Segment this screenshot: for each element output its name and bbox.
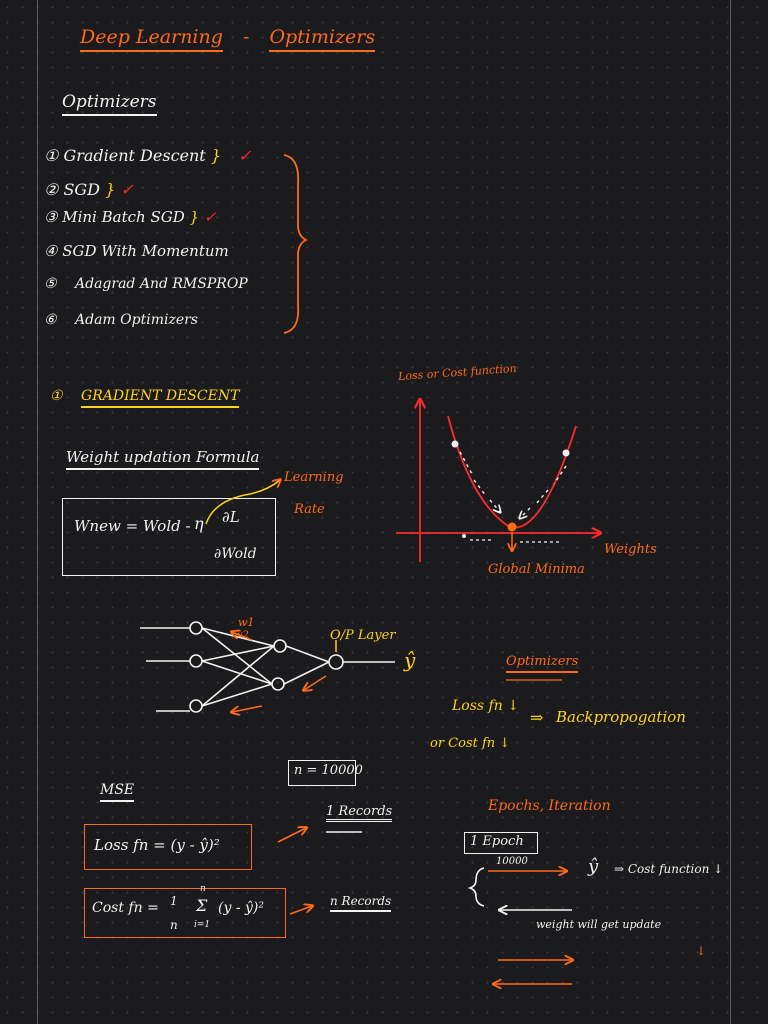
learning-rate-label-1: Learning — [284, 470, 344, 485]
axis-start-point — [462, 534, 466, 538]
down-arrow-icon: ↓ — [696, 944, 707, 958]
loss-curve — [447, 415, 577, 529]
loss-fn-formula: Loss fn = (y - ŷ)² — [94, 836, 220, 854]
cost-fn-rhs: (y - ŷ)² — [218, 900, 264, 916]
loss-to-record-arrow — [277, 828, 306, 843]
cost-frac-num: 1 — [170, 894, 178, 908]
check-icon: ✓ — [120, 180, 134, 199]
title-part1: Deep Learning — [80, 26, 223, 52]
list-item-6: ⑥ Adam Optimizers — [44, 312, 198, 328]
right-optimizers: Optimizers — [506, 654, 579, 673]
backprop-arrow-3 — [232, 632, 253, 641]
cost-frac-den: n — [170, 918, 178, 932]
epoch-cost-function: ⇒ Cost function ↓ — [614, 862, 724, 876]
list-label: SGD — [63, 180, 101, 199]
list-brace: } — [105, 180, 116, 199]
list-item-4: ④ SGD With Momentum — [44, 242, 229, 260]
list-label: Adam Optimizers — [75, 312, 198, 328]
list-number: ⑥ — [44, 312, 57, 328]
mse-label: MSE — [100, 782, 135, 802]
one-record-text: 1 Records — [326, 804, 393, 822]
list-brace: } — [189, 208, 200, 226]
epoch-brace-icon — [467, 867, 485, 907]
list-brace-icon — [283, 154, 309, 334]
list-number: ④ — [44, 242, 58, 260]
n-records-label: n Records — [330, 894, 392, 912]
one-epoch-box — [464, 832, 538, 854]
cost-fn-note: or Cost fn ↓ — [430, 736, 511, 751]
section-marker: ① — [50, 388, 63, 404]
global-minima-label: Global Minima — [488, 562, 585, 577]
learning-rate-arrow — [205, 480, 280, 525]
left-margin-line — [37, 0, 38, 1024]
cost-fn-lhs: Cost fn = — [92, 900, 159, 916]
list-item-3: ③ Mini Batch SGD } ✓ — [44, 208, 216, 226]
list-item-1: ① Gradient Descent } ✓ — [44, 146, 252, 165]
list-number: ⑤ — [44, 276, 57, 292]
descent-arrows-right — [520, 465, 567, 518]
descent-arrows-left — [459, 451, 500, 512]
list-label: Gradient Descent — [63, 146, 206, 165]
one-epoch-label: 1 Epoch — [470, 834, 524, 849]
backprop-note: Backpropogation — [556, 708, 686, 726]
list-label: Adagrad And RMSPROP — [75, 276, 248, 292]
weight-update-label: weight will get update — [536, 918, 662, 931]
formula-eta: η — [194, 514, 204, 533]
list-number: ③ — [44, 208, 58, 226]
list-label: Mini Batch SGD — [62, 208, 185, 226]
one-record-label: 1 Records — [326, 804, 393, 822]
title: Deep Learning - Optimizers — [80, 26, 376, 52]
w1-label: w1 — [238, 616, 255, 629]
start-point-left — [451, 440, 459, 448]
sum-bottom: i=1 — [194, 920, 211, 930]
network-yhat: ŷ — [404, 648, 416, 672]
list-number: ① — [44, 146, 59, 165]
sum-top: n — [200, 884, 206, 894]
backprop-arrow-2 — [232, 705, 263, 712]
optimizers-heading: Optimizers — [62, 92, 157, 116]
n-box — [288, 760, 356, 786]
title-part2: Optimizers — [269, 26, 376, 52]
formula-denominator: ∂Wold — [214, 546, 257, 562]
loss-fn-box — [84, 824, 252, 870]
check-icon: ✓ — [203, 208, 217, 226]
neural-network — [140, 621, 395, 713]
weight-formula-box — [62, 498, 276, 576]
list-label: SGD With Momentum — [62, 242, 229, 260]
section-gd: ① GRADIENT DESCENT — [50, 388, 240, 408]
formula-numerator: ∂L — [222, 508, 240, 526]
epoch-yhat: ŷ — [588, 856, 599, 877]
right-margin-line — [730, 0, 731, 1024]
sum-symbol: Σ — [196, 896, 208, 915]
axis-arrows — [470, 539, 560, 543]
cost-to-records-arrow — [289, 906, 312, 915]
list-item-5: ⑤ Adagrad And RMSPROP — [44, 276, 248, 292]
epoch-count: 10000 — [496, 856, 528, 867]
start-point-right — [562, 449, 570, 457]
epochs-heading: Epochs, Iteration — [488, 798, 611, 814]
loss-graph-xlabel: Weights — [604, 542, 657, 557]
formula-lhs: Wnew = Wold - — [74, 517, 191, 535]
section-gd-title: GRADIENT DESCENT — [81, 388, 240, 408]
list-brace: } — [210, 146, 222, 165]
backprop-arrow-1 — [304, 675, 327, 690]
learning-rate-label-2: Rate — [294, 502, 325, 517]
implies-arrow: ⇒ — [530, 708, 544, 727]
weight-formula-heading: Weight updation Formula — [66, 448, 260, 470]
loss-fn-note: Loss fn ↓ — [452, 698, 519, 714]
cost-fn-box — [84, 888, 286, 938]
list-item-2: ② SGD } ✓ — [44, 180, 134, 199]
list-number: ② — [44, 180, 59, 199]
check-icon: ✓ — [238, 146, 252, 165]
title-dash: - — [242, 26, 250, 48]
output-layer-label: O/P Layer — [330, 628, 396, 643]
n-box-label: n = 10000 — [294, 763, 363, 778]
minima-point — [507, 522, 517, 532]
